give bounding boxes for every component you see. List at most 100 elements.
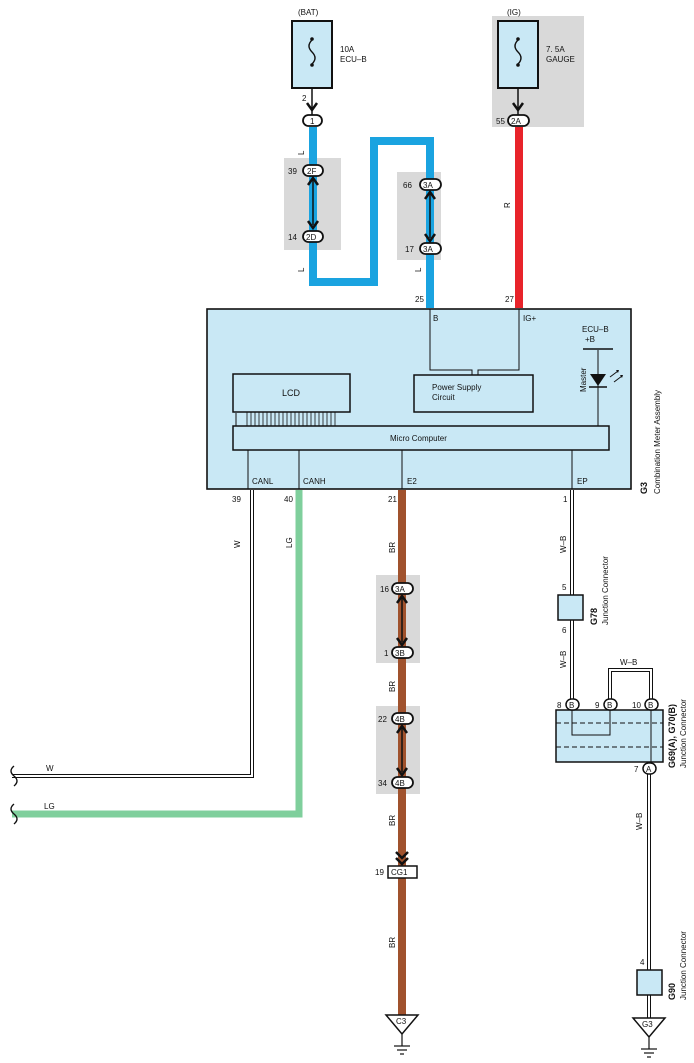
connector-4b: [391, 712, 414, 789]
meter-pin-ig: IG+: [523, 314, 536, 323]
c3a-top-id: 3A: [423, 181, 433, 190]
g69-name: Junction Connector: [679, 699, 688, 768]
g69-pin-9-oval: [603, 698, 618, 711]
bat-name: ECU–B: [340, 55, 367, 64]
ig-pin-oval: [507, 114, 530, 127]
ground-g3-label: G3: [642, 1020, 653, 1029]
g69-out-no: 7: [634, 765, 639, 774]
g90-name: Junction Connector: [679, 931, 688, 1000]
g90-pin: 4: [640, 958, 645, 967]
g69-internal: [571, 710, 611, 736]
master-label: Master: [579, 367, 588, 392]
c2d-no: 14: [288, 233, 297, 242]
c2d-id: 2D: [306, 233, 316, 242]
ground-c3-icon: [384, 1014, 420, 1055]
meter-pin-canl-no: 39: [232, 495, 241, 504]
meter-pin-canh-no: 40: [284, 495, 293, 504]
c3a-bot-no: 17: [405, 245, 414, 254]
g69-out-oval: [642, 762, 657, 775]
meter-code: G3: [639, 482, 649, 494]
c4b-top-id: 4B: [395, 715, 405, 724]
g69-pin-10-oval: [644, 698, 659, 711]
ig-source: (IG): [507, 8, 521, 17]
wire-label-wb3: W–B: [620, 658, 637, 667]
bat-pin-out-oval: [302, 114, 323, 127]
ground-g3-icon: [631, 1017, 667, 1058]
wire-label-l3: L: [414, 267, 423, 272]
bat-pin-in: 2: [302, 94, 307, 103]
meter-pin-ig-no: 27: [505, 295, 514, 304]
ig-pin-no: 55: [496, 117, 505, 126]
wire-w-white-outer: [12, 490, 254, 778]
ig-fuse-arrow: [511, 102, 525, 113]
lcd-pins: [246, 412, 336, 426]
psu-label-1: Power Supply: [432, 383, 481, 392]
c2f-id: 2F: [307, 167, 316, 176]
c3a-bot-id: 3A: [423, 245, 433, 254]
ig-fuse: [497, 20, 539, 89]
micro-computer-box: [232, 425, 610, 451]
g69-pin-10-id: B: [648, 701, 653, 710]
ground-c3-label: C3: [396, 1017, 407, 1026]
wire-label-lg-left: LG: [44, 802, 55, 811]
wire-label-l2: L: [297, 267, 306, 272]
power-supply-box: [413, 374, 534, 413]
micro-label: Micro Computer: [390, 434, 447, 443]
wire-break-w-icon: [10, 765, 18, 787]
wire-label-wb4: W–B: [635, 813, 644, 830]
g78-code: G78: [589, 608, 599, 625]
meter-pin-canh: CANH: [303, 477, 326, 486]
bat-pin-out: 1: [310, 117, 315, 126]
ig-pin-id: 2A: [511, 117, 521, 126]
wire-l-blue: [309, 127, 434, 308]
g69-pin-8-id: B: [569, 701, 574, 710]
meter-pin-e2-no: 21: [388, 495, 397, 504]
g69-out-id: A: [646, 765, 652, 774]
ecub-label-1: ECU–B: [582, 325, 609, 334]
wire-label-l1: L: [297, 150, 306, 155]
meter-pin-e2: E2: [407, 477, 417, 486]
g90-box: [636, 969, 663, 996]
g69-pin-9-id: B: [607, 701, 612, 710]
meter-pin-b-no: 25: [415, 295, 424, 304]
wire-w-white-inner: [12, 490, 253, 777]
g78-pin-top: 5: [562, 583, 567, 592]
cg1-no: 19: [375, 868, 384, 877]
bat-amp: 10A: [340, 45, 355, 54]
g78-box: [557, 594, 584, 621]
c4b-bot-no: 34: [378, 779, 387, 788]
ig-amp: 7. 5A: [546, 45, 565, 54]
c3a-left-id: 3A: [395, 585, 405, 594]
c3b-no: 1: [384, 649, 389, 658]
wire-break-lg-icon: [10, 803, 18, 825]
wire-label-wb2: W–B: [559, 651, 568, 668]
g69-pin-8-oval: [565, 698, 580, 711]
g69-pin-8-no: 8: [557, 701, 562, 710]
wire-label-wb1: W–B: [559, 536, 568, 553]
g90-code: G90: [667, 983, 677, 1000]
connector-3a-top: [419, 178, 442, 255]
bat-fuse-arrow: [305, 102, 319, 113]
g78-name: Junction Connector: [601, 556, 610, 625]
g69-pin-9-no: 9: [595, 701, 600, 710]
connector-3a-3b: [391, 582, 414, 659]
meter-pin-canl: CANL: [252, 477, 274, 486]
wire-label-br1: BR: [388, 542, 397, 553]
meter-name: Combination Meter Assembly: [653, 390, 662, 494]
lcd-box: [232, 373, 351, 413]
meter-pin-ep-no: 1: [563, 495, 568, 504]
wire-label-br2: BR: [388, 681, 397, 692]
psu-label-2: Circuit: [432, 393, 455, 402]
wire-label-w: W: [233, 540, 242, 548]
meter-internal-lines: [235, 309, 599, 489]
ig-name: GAUGE: [546, 55, 575, 64]
lcd-label: LCD: [282, 388, 301, 398]
g69-pin-10-no: 10: [632, 701, 641, 710]
c2f-no: 39: [288, 167, 297, 176]
meter-pin-ep: EP: [577, 477, 588, 486]
c3a-left-no: 16: [380, 585, 389, 594]
wire-lg-green: [12, 490, 303, 818]
cg1-id: CG1: [391, 868, 408, 877]
c4b-bot-id: 4B: [395, 779, 405, 788]
